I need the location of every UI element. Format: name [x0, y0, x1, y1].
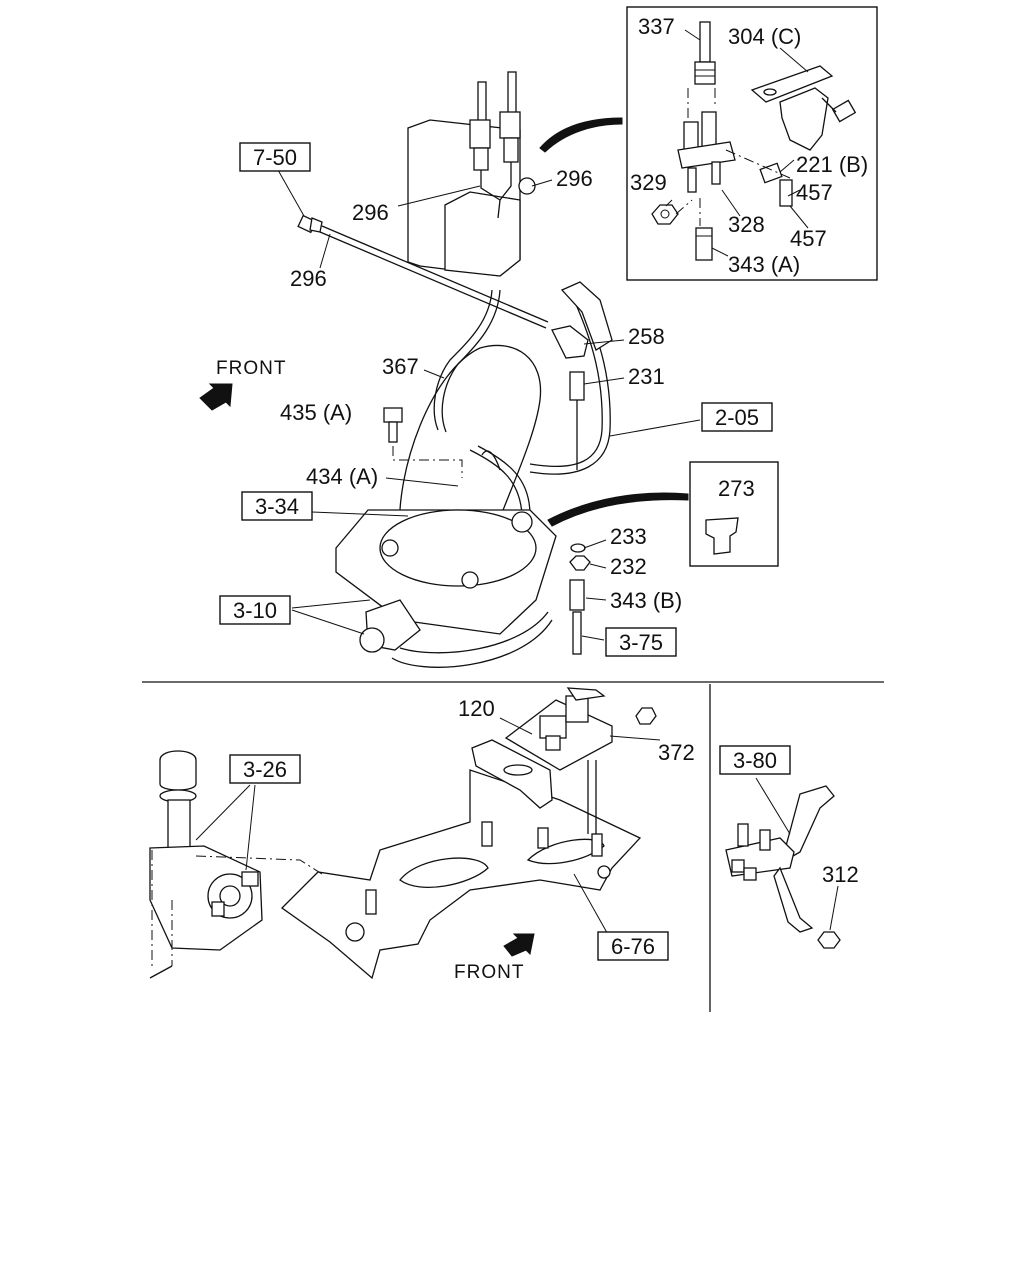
label-296-right: 296 [556, 166, 593, 191]
callout-3-75: 3-75 [605, 627, 677, 657]
bracket-3-80 [725, 777, 841, 949]
svg-text:3-10: 3-10 [233, 598, 277, 623]
gear-shift-upper-assembly [199, 71, 779, 668]
label-120: 120 [458, 696, 495, 721]
svg-text:3-75: 3-75 [619, 630, 663, 655]
top-leader-lines [277, 169, 701, 641]
callout-3-10: 3-10 [219, 595, 291, 625]
inset-detail-box [626, 6, 878, 281]
label-435a: 435 (A) [280, 400, 352, 425]
callout-3-26: 3-26 [229, 754, 301, 784]
svg-text:7-50: 7-50 [253, 145, 297, 170]
callout-7-50: 7-50 [239, 142, 311, 172]
label-329: 329 [630, 170, 667, 195]
front-label-bottom: FRONT [454, 962, 524, 983]
callout-3-34: 3-34 [241, 491, 313, 521]
label-296-mid: 296 [352, 200, 389, 225]
svg-text:3-34: 3-34 [255, 494, 299, 519]
label-312: 312 [822, 862, 859, 887]
shift-lever-bracket-assembly [149, 687, 661, 980]
label-233: 233 [610, 524, 647, 549]
section-dividers [142, 681, 884, 1012]
callout-3-80: 3-80 [719, 745, 791, 775]
label-434a: 434 (A) [306, 464, 378, 489]
front-label-top: FRONT [216, 358, 286, 379]
label-304c: 304 (C) [728, 24, 801, 49]
callout-2-05: 2-05 [701, 402, 773, 432]
part-number-labels: 337 304 (C) 221 (B) 329 457 328 457 343 … [216, 14, 868, 983]
label-457b: 457 [790, 226, 827, 251]
svg-text:3-26: 3-26 [243, 757, 287, 782]
label-232: 232 [610, 554, 647, 579]
svg-text:2-05: 2-05 [715, 405, 759, 430]
label-258: 258 [628, 324, 665, 349]
label-221b: 221 (B) [796, 152, 868, 177]
label-296-left: 296 [290, 266, 327, 291]
svg-text:3-80: 3-80 [733, 748, 777, 773]
label-367: 367 [382, 354, 419, 379]
callout-6-76: 6-76 [597, 931, 669, 961]
label-372: 372 [658, 740, 695, 765]
label-231: 231 [628, 364, 665, 389]
label-328: 328 [728, 212, 765, 237]
label-457a: 457 [796, 180, 833, 205]
label-337: 337 [638, 14, 675, 39]
label-343a: 343 (A) [728, 252, 800, 277]
svg-text:6-76: 6-76 [611, 934, 655, 959]
label-343b: 343 (B) [610, 588, 682, 613]
label-273: 273 [718, 476, 755, 501]
